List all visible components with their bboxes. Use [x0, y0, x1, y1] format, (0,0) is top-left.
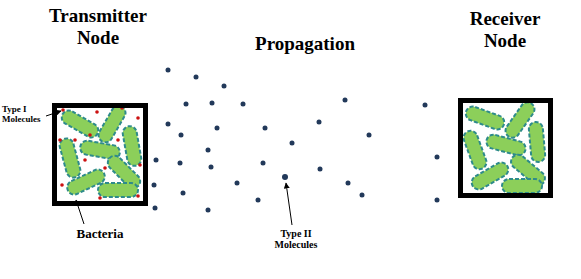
callout-label: Type I Molecules [2, 104, 50, 124]
node-heading: Transmitter Node [43, 5, 153, 49]
node-box [458, 98, 553, 198]
leader-arrow [286, 183, 292, 225]
node-box [52, 103, 148, 206]
type-i-dots [58, 106, 142, 200]
node-group: Transmitter Node [38, 5, 158, 206]
callout-label: Bacteria [70, 226, 130, 241]
callout-label: Type II Molecules [268, 228, 324, 250]
bacteria-group [58, 103, 143, 197]
node-group: Receiver Node [445, 8, 565, 198]
type-ii-dots [152, 68, 440, 213]
bacteria-group [462, 100, 548, 193]
section-heading: Propagation [240, 33, 370, 55]
node-heading: Receiver Node [450, 8, 560, 52]
